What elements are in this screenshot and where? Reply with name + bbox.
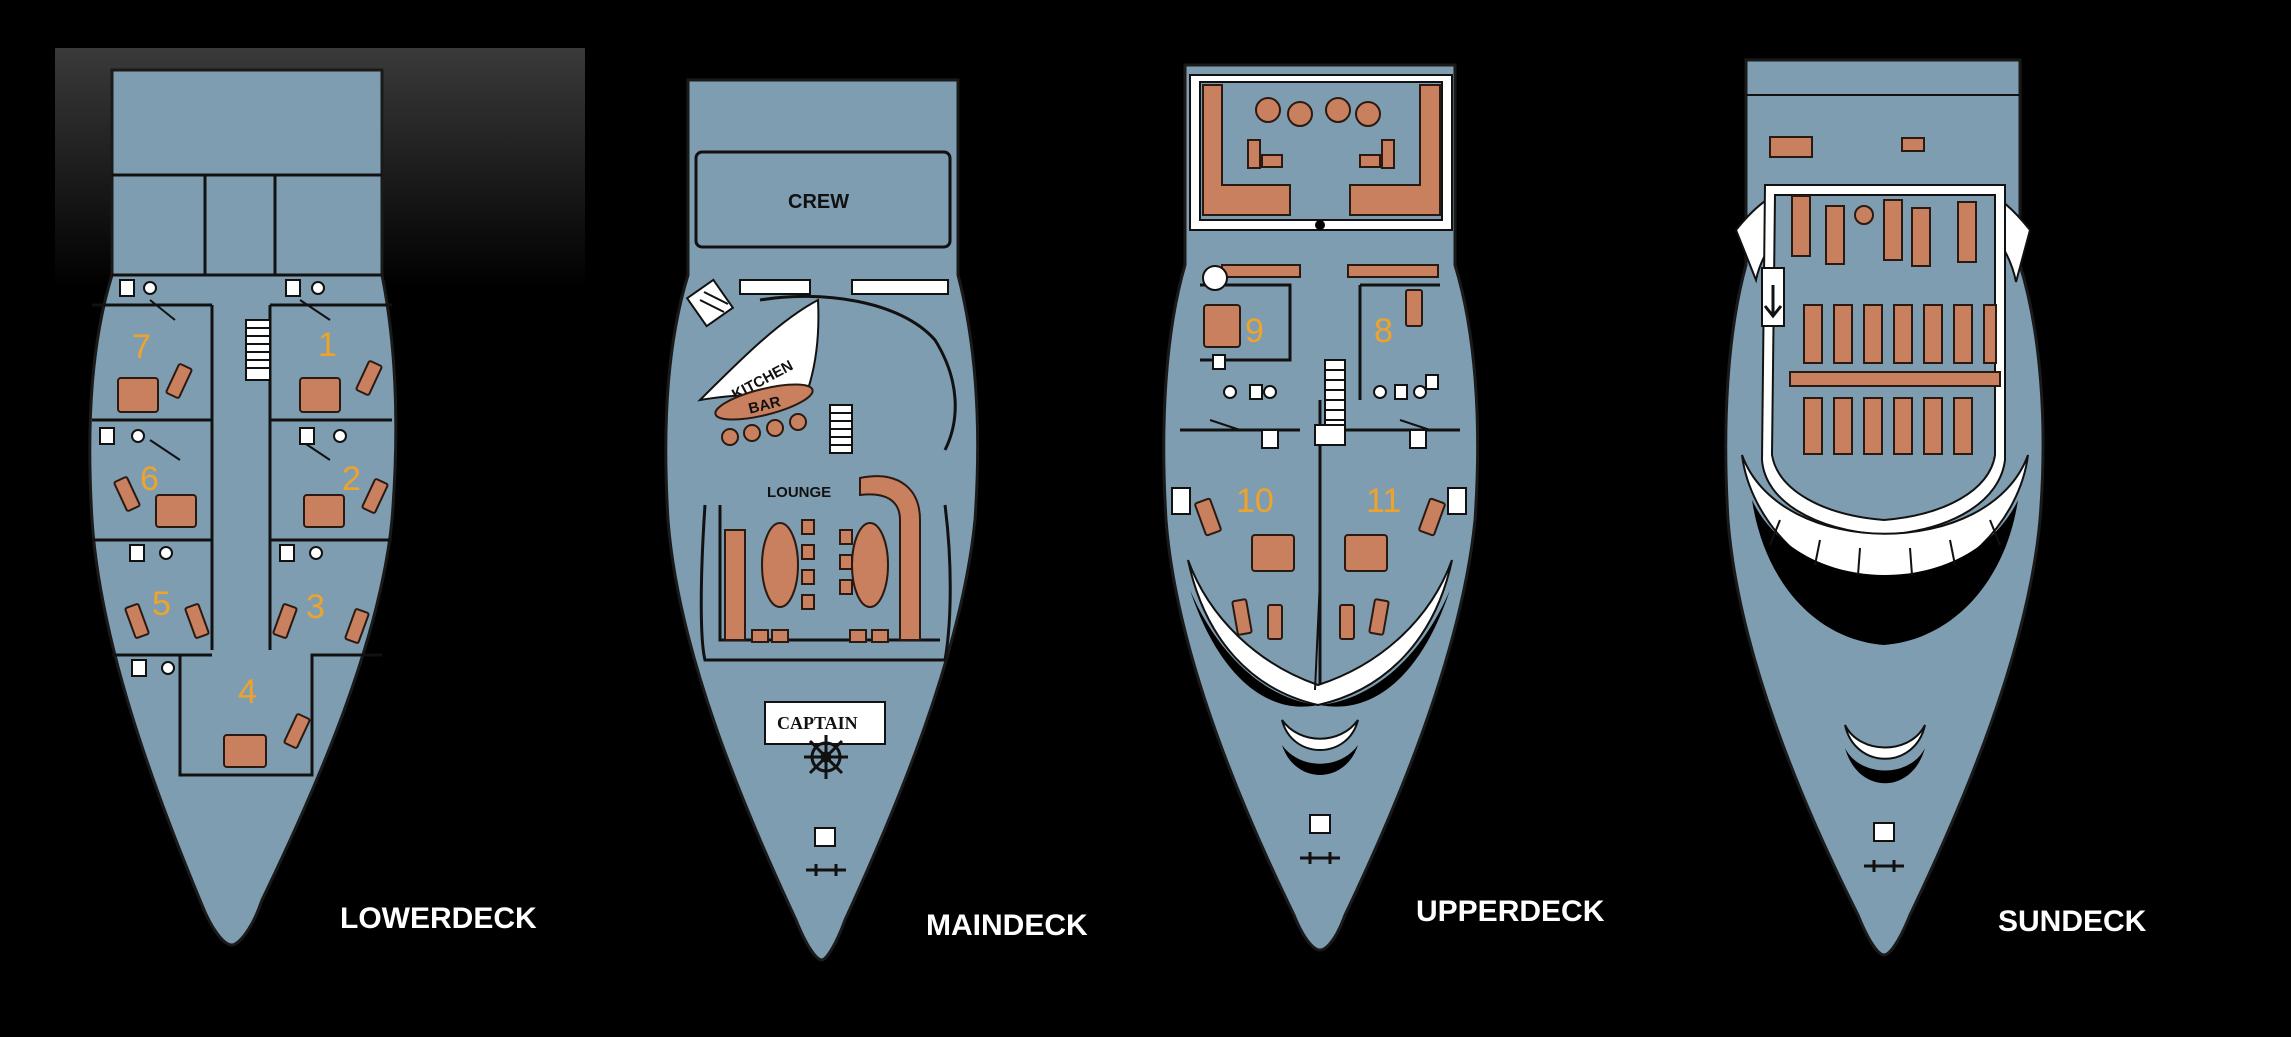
deck-label-upperdeck: UPPERDECK: [1416, 895, 1605, 928]
helm-wheel-icon: [804, 735, 848, 779]
maindeck-hull: [664, 78, 980, 962]
maindeck: CREW KITCHEN BAR LOUNGE: [664, 78, 980, 962]
stairs-icon: [1171, 265, 1467, 515]
bed-icon: [1194, 289, 1446, 572]
lowerdeck: 7 1 6 2 5 3 4: [88, 68, 398, 947]
bar-stool-icon: [721, 413, 807, 446]
lounge-table: [851, 522, 889, 608]
deck-label-sundeck: SUNDECK: [1998, 905, 2147, 938]
lounge-table: [761, 522, 799, 608]
storage-box: [1901, 137, 1925, 152]
anchor-icon: [806, 864, 846, 876]
deck-label-maindeck: MAINDECK: [926, 909, 1088, 942]
toilet-icon: [99, 279, 347, 677]
stairs-icon: [829, 404, 853, 454]
crew-room: [694, 150, 952, 249]
cabin-number-10: 10: [1236, 482, 1274, 520]
cabin-number-8: 8: [1374, 312, 1393, 350]
bed-icon: [113, 360, 389, 768]
cabin-number-7: 7: [132, 328, 151, 366]
sun-lounger-icon: [1231, 598, 1390, 640]
anchor-icon: [1864, 860, 1904, 872]
cabin-number-11: 11: [1366, 482, 1401, 520]
cabin-number-4: 4: [238, 673, 257, 711]
crew-label: CREW: [788, 191, 849, 213]
sun-lounger-icon: [1789, 195, 2001, 455]
cabin-number-5: 5: [152, 585, 171, 623]
stairs-icon: [1761, 267, 1785, 327]
anchor-icon: [1300, 852, 1340, 864]
cabin-number-1: 1: [318, 326, 337, 364]
stairs-icon: [245, 319, 271, 381]
upperdeck: 9 8 10 11: [1162, 63, 1480, 952]
toilet-icon: [1212, 354, 1439, 400]
cabin-number-6: 6: [140, 460, 159, 498]
table-icon: [1255, 97, 1381, 127]
storage-box: [1769, 136, 1813, 158]
captain-label: CAPTAIN: [777, 713, 858, 733]
cabin-number-2: 2: [342, 460, 361, 498]
bar-counter: [714, 383, 814, 421]
cabin-number-3: 3: [306, 588, 325, 626]
stairs-icon: [685, 278, 735, 328]
sofa-icon: [1202, 84, 1441, 216]
cabin-number-9: 9: [1245, 312, 1264, 350]
deck-label-lowerdeck: LOWERDECK: [340, 902, 537, 935]
sundeck: [1724, 58, 2045, 957]
lounge-chair-icon: [751, 519, 889, 643]
lounge-label: LOUNGE: [767, 484, 831, 501]
